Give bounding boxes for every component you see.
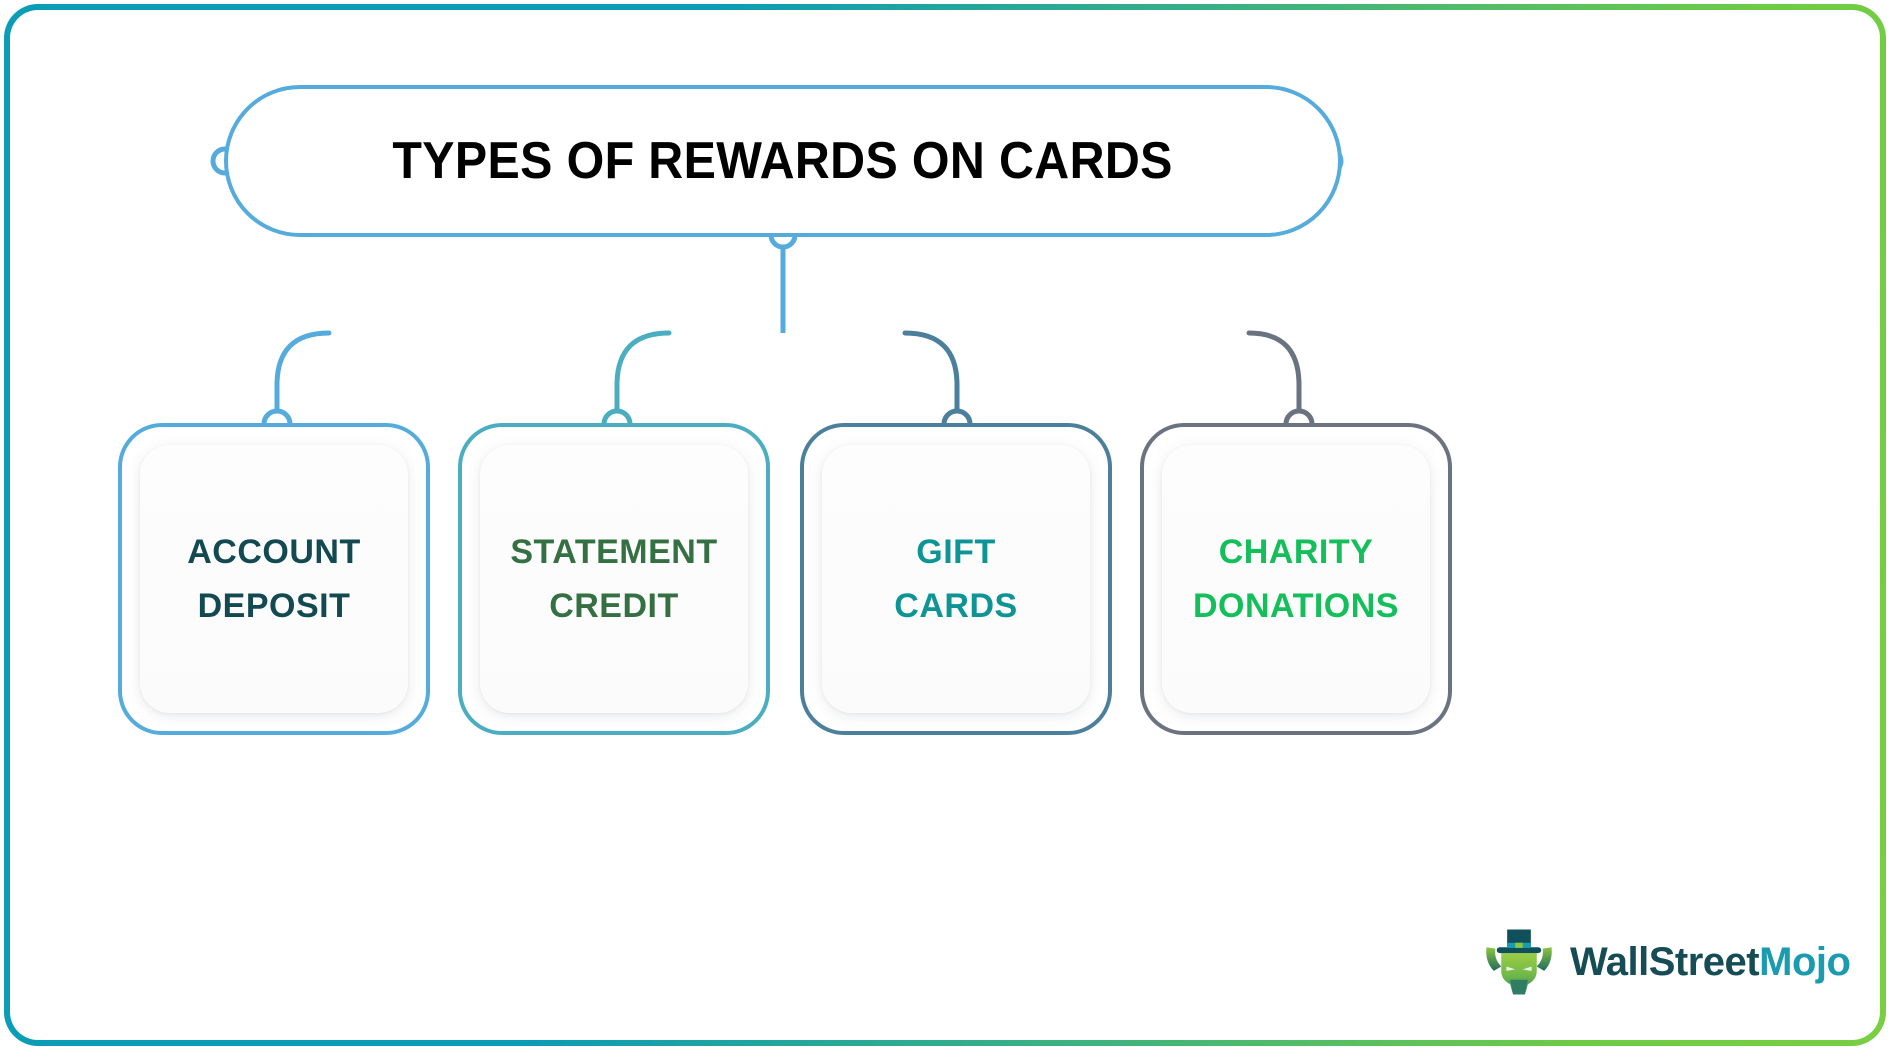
card-surface-1: ACCOUNT DEPOSIT: [140, 445, 408, 713]
card-charity-donations[interactable]: CHARITY DONATIONS: [1140, 423, 1452, 735]
card-statement-credit[interactable]: STATEMENT CREDIT: [458, 423, 770, 735]
card-surface-4: CHARITY DONATIONS: [1162, 445, 1430, 713]
card-surface-3: GIFT CARDS: [822, 445, 1090, 713]
card-surface-2: STATEMENT CREDIT: [480, 445, 748, 713]
card-label-2: STATEMENT CREDIT: [510, 532, 718, 625]
bull-tophat-icon: [1486, 929, 1552, 995]
card-label-1: ACCOUNT DEPOSIT: [187, 532, 361, 625]
logo-word-part1: WallStreet: [1570, 939, 1760, 984]
logo-word-part2: Mojo: [1759, 939, 1851, 984]
card-account-deposit[interactable]: ACCOUNT DEPOSIT: [118, 423, 430, 735]
logo-wordmark: WallStreetMojo: [1570, 939, 1851, 985]
card-gift-cards[interactable]: GIFT CARDS: [800, 423, 1112, 735]
title-box: TYPES OF REWARDS ON CARDS: [224, 85, 1342, 237]
card-label-3: GIFT CARDS: [894, 532, 1018, 625]
wallstreetmojo-logo[interactable]: WallStreetMojo: [1482, 925, 1851, 999]
page-title: TYPES OF REWARDS ON CARDS: [392, 132, 1174, 190]
card-label-4: CHARITY DONATIONS: [1193, 532, 1399, 625]
